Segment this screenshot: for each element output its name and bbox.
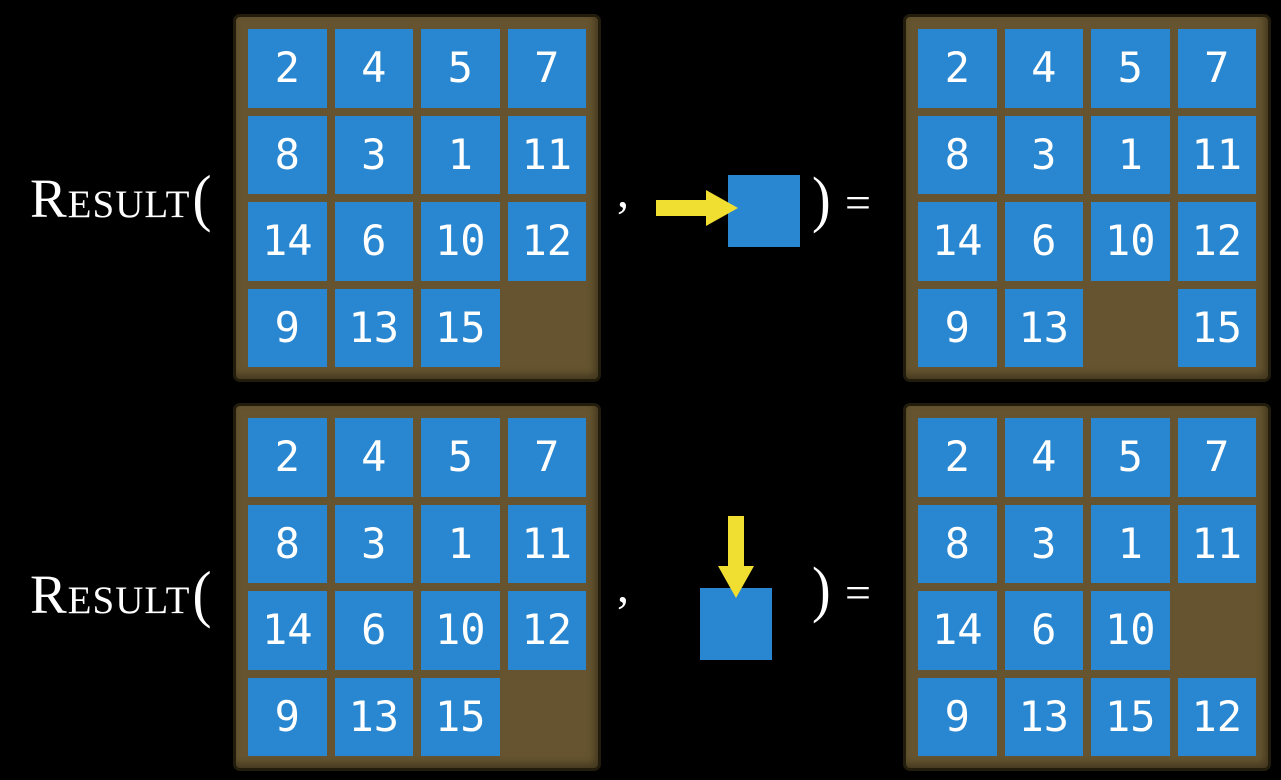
tile-14: 14 bbox=[248, 591, 327, 670]
tile-9: 9 bbox=[248, 677, 327, 756]
result-label: Result( bbox=[30, 156, 211, 240]
tile-8: 8 bbox=[918, 115, 997, 194]
tile-13: 13 bbox=[334, 677, 413, 756]
empty-cell bbox=[1178, 591, 1257, 670]
tile-2: 2 bbox=[918, 29, 997, 108]
tile-14: 14 bbox=[248, 202, 327, 281]
right-arrow-icon bbox=[656, 190, 738, 226]
tile-11: 11 bbox=[507, 115, 586, 194]
tile-3: 3 bbox=[1004, 504, 1083, 583]
tile-1: 1 bbox=[1091, 504, 1170, 583]
tile-9: 9 bbox=[918, 677, 997, 756]
tile-15: 15 bbox=[421, 677, 500, 756]
equals-sign: = bbox=[845, 177, 871, 228]
close-paren: ) bbox=[812, 555, 831, 625]
tile-12: 12 bbox=[1177, 202, 1256, 281]
tile-15: 15 bbox=[1177, 288, 1256, 367]
tile-4: 4 bbox=[334, 29, 413, 108]
tile-6: 6 bbox=[1004, 591, 1083, 670]
tile-8: 8 bbox=[248, 115, 327, 194]
blank-square bbox=[700, 588, 772, 660]
tile-5: 5 bbox=[421, 29, 500, 108]
tile-10: 10 bbox=[1091, 202, 1170, 281]
tile-11: 11 bbox=[507, 504, 586, 583]
tile-5: 5 bbox=[1091, 418, 1170, 497]
tile-3: 3 bbox=[1004, 115, 1083, 194]
tile-7: 7 bbox=[1177, 418, 1256, 497]
tile-6: 6 bbox=[1004, 202, 1083, 281]
tile-7: 7 bbox=[1177, 29, 1256, 108]
tile-13: 13 bbox=[1004, 288, 1083, 367]
tile-2: 2 bbox=[248, 418, 327, 497]
tile-14: 14 bbox=[918, 591, 997, 670]
function-name-text: Result bbox=[30, 167, 191, 229]
tile-12: 12 bbox=[1177, 677, 1256, 756]
tile-3: 3 bbox=[334, 115, 413, 194]
comma: , bbox=[617, 165, 629, 218]
tile-5: 5 bbox=[1091, 29, 1170, 108]
tile-1: 1 bbox=[421, 504, 500, 583]
tile-1: 1 bbox=[421, 115, 500, 194]
tile-1: 1 bbox=[1091, 115, 1170, 194]
tile-13: 13 bbox=[1004, 677, 1083, 756]
tile-10: 10 bbox=[421, 202, 500, 281]
open-paren: ( bbox=[192, 162, 212, 234]
tile-3: 3 bbox=[334, 504, 413, 583]
tile-15: 15 bbox=[1091, 677, 1170, 756]
function-name-text: Result bbox=[30, 563, 191, 625]
tile-12: 12 bbox=[507, 591, 586, 670]
empty-cell bbox=[1091, 289, 1170, 368]
empty-cell bbox=[508, 678, 587, 757]
tile-6: 6 bbox=[334, 202, 413, 281]
close-paren: ) bbox=[812, 165, 831, 235]
comma: , bbox=[617, 560, 629, 613]
tile-7: 7 bbox=[507, 418, 586, 497]
open-paren: ( bbox=[192, 558, 212, 630]
tile-12: 12 bbox=[507, 202, 586, 281]
tile-14: 14 bbox=[918, 202, 997, 281]
result-label: Result( bbox=[30, 552, 211, 636]
tile-8: 8 bbox=[248, 504, 327, 583]
tile-6: 6 bbox=[334, 591, 413, 670]
empty-cell bbox=[508, 289, 587, 368]
tile-4: 4 bbox=[1004, 418, 1083, 497]
tile-11: 11 bbox=[1177, 115, 1256, 194]
tile-2: 2 bbox=[248, 29, 327, 108]
tile-11: 11 bbox=[1177, 504, 1256, 583]
tile-4: 4 bbox=[1004, 29, 1083, 108]
tile-9: 9 bbox=[248, 288, 327, 367]
tile-5: 5 bbox=[421, 418, 500, 497]
tile-15: 15 bbox=[421, 288, 500, 367]
tile-7: 7 bbox=[507, 29, 586, 108]
tile-10: 10 bbox=[1091, 591, 1170, 670]
tile-2: 2 bbox=[918, 418, 997, 497]
blank-square bbox=[728, 175, 800, 247]
tile-4: 4 bbox=[334, 418, 413, 497]
tile-13: 13 bbox=[334, 288, 413, 367]
tile-9: 9 bbox=[918, 288, 997, 367]
down-arrow-icon bbox=[718, 516, 754, 598]
tile-10: 10 bbox=[421, 591, 500, 670]
equals-sign: = bbox=[845, 567, 871, 618]
tile-8: 8 bbox=[918, 504, 997, 583]
